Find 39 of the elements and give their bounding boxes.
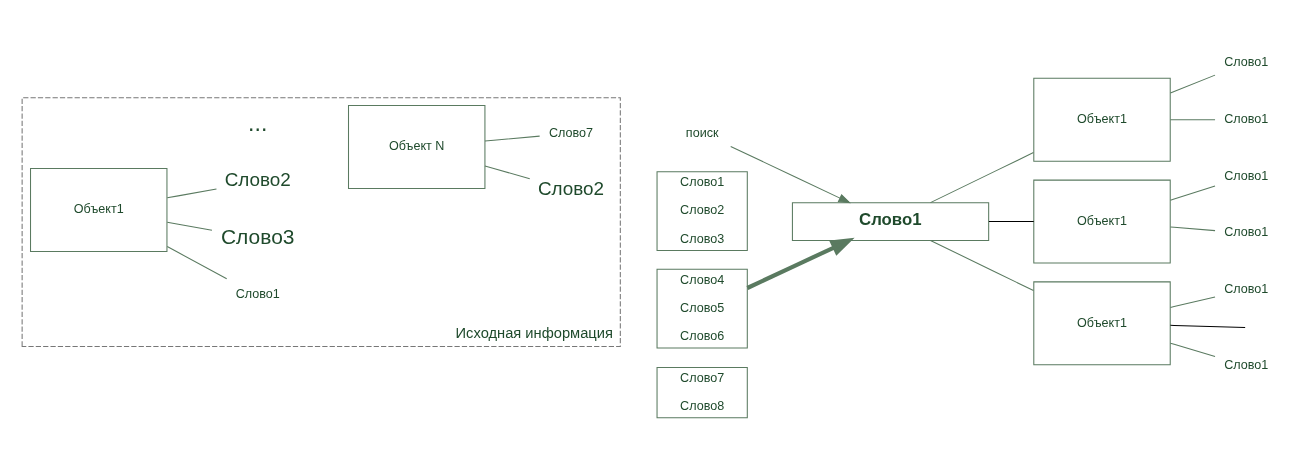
connector <box>484 135 541 142</box>
arrow <box>746 237 855 290</box>
connector <box>1169 118 1216 120</box>
node-box: Слово1 Слово2 Слово3 <box>656 170 748 251</box>
node-text: Слово3 <box>220 224 295 248</box>
node-text: Слово2 <box>537 177 605 199</box>
node-text: Слово1 <box>1224 168 1269 183</box>
node-box: Объект1 <box>1033 77 1171 162</box>
node-box: Слово1 <box>791 201 990 241</box>
node-text: Слово1 <box>1224 54 1269 69</box>
connector <box>1169 295 1216 308</box>
connector <box>988 220 1035 222</box>
connector <box>1169 226 1216 231</box>
node-text: Слово1 <box>1224 224 1269 239</box>
node-text: Слово1 <box>235 286 280 301</box>
node-box: Объект1 <box>1033 179 1171 264</box>
connector <box>166 187 217 198</box>
connector <box>484 165 531 179</box>
connector <box>1169 342 1216 357</box>
connector <box>1169 185 1216 201</box>
node-text: поиск <box>685 125 719 140</box>
node-box: Объект1 <box>30 167 168 252</box>
connector <box>1169 324 1246 328</box>
node-text: Слово1 <box>1224 357 1269 372</box>
node-text: Слово2 <box>224 168 291 190</box>
node-box: Объект N <box>348 104 486 189</box>
connector <box>929 239 1034 291</box>
node-text: Слово7 <box>548 125 594 140</box>
arrow <box>730 145 851 203</box>
label: ... <box>248 109 268 136</box>
node-text: Слово1 <box>1224 111 1269 126</box>
connector <box>929 151 1034 203</box>
connector <box>166 245 228 279</box>
node-box: Слово4 Слово5 Слово6 <box>656 268 748 349</box>
connector <box>166 221 213 231</box>
node-box: Объект1 <box>1033 280 1171 365</box>
connector <box>1169 74 1216 93</box>
node-box: Слово7 Слово8 <box>656 366 748 418</box>
node-text: Слово1 <box>1224 281 1269 296</box>
